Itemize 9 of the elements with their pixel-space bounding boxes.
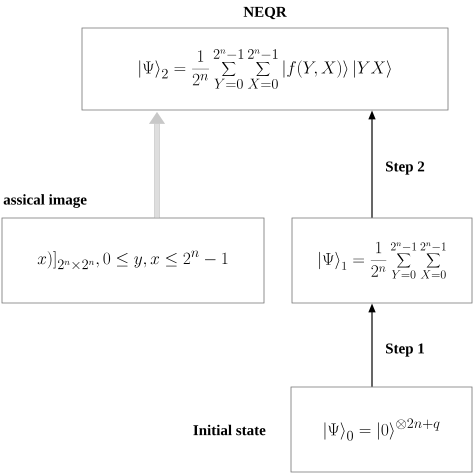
formula-box: $\left|\Psi\right\rangle_2=\frac{1}{2^n}\sum_{Y=0}^{2^n-1}\sum_{X=0}^{2^n-1}\left|f(Y,X)\right\rangle\left|YX\right\rangle$ xyxy=(82,28,448,110)
edge-label: Step 1 xyxy=(386,343,424,357)
heading: NEQR xyxy=(244,6,287,20)
heading: assical image xyxy=(4,194,87,208)
formula-box: $\left|\Psi\right\rangle_0=\left|0\right\rangle^{\otimes 2n+q}$ xyxy=(290,386,472,472)
formula-box: $\left|\Psi\right\rangle_1=\frac{1}{2^n}\sum_{Y=0}^{2^n-1}\sum_{X=0}^{2^n-1}$ xyxy=(292,218,472,304)
formula-box: $x)\big]_{2^n\times 2^n},0\le y,x\le 2^n-1$ xyxy=(2,218,264,304)
state-label: Initial state xyxy=(193,424,266,436)
edge-label: Step 2 xyxy=(386,161,424,175)
